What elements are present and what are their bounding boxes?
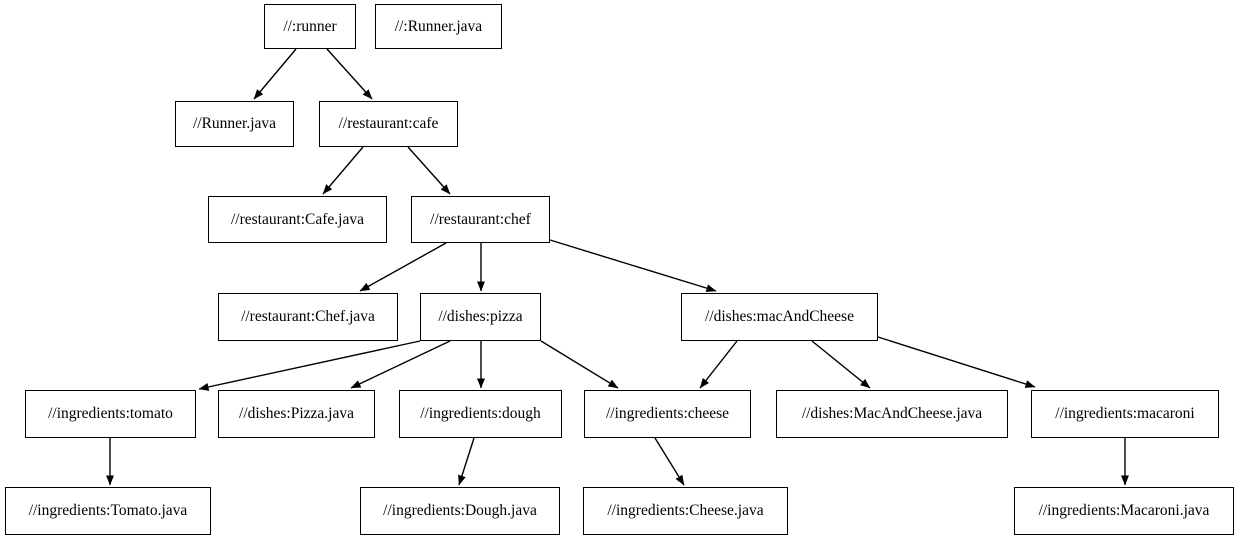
graph-node-dishes_mac[interactable]: //dishes:macAndCheese bbox=[681, 293, 878, 341]
graph-node-ing_macaroni[interactable]: //ingredients:macaroni bbox=[1031, 390, 1219, 438]
graph-node-label: //dishes:macAndCheese bbox=[705, 308, 854, 326]
graph-node-label: //ingredients:macaroni bbox=[1055, 405, 1195, 423]
graph-edge-dishes_mac-to-ing_cheese bbox=[699, 340, 738, 389]
graph-node-label: //restaurant:Cafe.java bbox=[231, 210, 364, 228]
graph-edge-dishes_pizza-to-ing_cheese bbox=[540, 340, 619, 389]
graph-node-label: //:runner bbox=[283, 17, 337, 35]
graph-node-cafe_java[interactable]: //restaurant:Cafe.java bbox=[208, 196, 387, 243]
graph-node-mac_java[interactable]: //dishes:MacAndCheese.java bbox=[776, 390, 1008, 438]
graph-node-ing_dough[interactable]: //ingredients:dough bbox=[399, 390, 562, 438]
graph-node-dishes_pizza[interactable]: //dishes:pizza bbox=[420, 293, 541, 341]
graph-node-macaroni_java[interactable]: //ingredients:Macaroni.java bbox=[1014, 487, 1234, 535]
graph-node-dough_java[interactable]: //ingredients:Dough.java bbox=[360, 487, 560, 535]
graph-node-label: //restaurant:chef bbox=[430, 210, 531, 228]
graph-edge-dishes_pizza-to-ing_tomato bbox=[198, 340, 421, 391]
graph-node-label: //ingredients:dough bbox=[420, 405, 541, 423]
graph-edge-ing_cheese-to-cheese_java bbox=[654, 437, 685, 486]
graph-node-label: //restaurant:Chef.java bbox=[241, 308, 375, 326]
graph-node-label: //ingredients:Macaroni.java bbox=[1038, 502, 1210, 520]
graph-node-ing_tomato[interactable]: //ingredients:tomato bbox=[25, 390, 196, 438]
graph-node-label: //dishes:pizza bbox=[438, 308, 523, 326]
graph-node-pizza_java[interactable]: //dishes:Pizza.java bbox=[218, 390, 375, 438]
graph-node-label: //ingredients:Dough.java bbox=[383, 502, 537, 520]
graph-node-restaurant_chef[interactable]: //restaurant:chef bbox=[411, 196, 550, 243]
graph-edge-dishes_pizza-to-pizza_java bbox=[350, 340, 451, 389]
graph-edge-ing_dough-to-dough_java bbox=[458, 437, 475, 486]
graph-node-runner[interactable]: //:runner bbox=[264, 4, 356, 49]
graph-node-label: //dishes:MacAndCheese.java bbox=[801, 405, 983, 423]
graph-edge-runner-to-runner_java bbox=[253, 48, 297, 100]
graph-edge-restaurant_chef-to-dishes_mac bbox=[549, 239, 717, 293]
graph-edge-dishes_mac-to-mac_java bbox=[811, 340, 871, 389]
graph-node-runner_java[interactable]: //Runner.java bbox=[175, 101, 294, 147]
graph-node-label: //dishes:Pizza.java bbox=[239, 405, 354, 423]
graph-edge-restaurant_cafe-to-cafe_java bbox=[322, 146, 364, 195]
graph-node-label: //ingredients:Cheese.java bbox=[607, 502, 764, 520]
graph-node-tomato_java[interactable]: //ingredients:Tomato.java bbox=[5, 487, 211, 535]
graph-edge-dishes_mac-to-ing_macaroni bbox=[877, 336, 1036, 388]
graph-node-cheese_java[interactable]: //ingredients:Cheese.java bbox=[583, 487, 788, 535]
graph-node-ing_cheese[interactable]: //ingredients:cheese bbox=[584, 390, 751, 438]
graph-node-label: //ingredients:cheese bbox=[605, 405, 730, 423]
graph-node-label: //ingredients:tomato bbox=[48, 405, 173, 423]
graph-node-label: //restaurant:cafe bbox=[338, 115, 439, 133]
graph-edge-restaurant_chef-to-chef_java bbox=[359, 242, 447, 292]
graph-node-label: //:Runner.java bbox=[394, 17, 483, 35]
graph-node-chef_java[interactable]: //restaurant:Chef.java bbox=[218, 293, 398, 341]
graph-edge-runner-to-restaurant_cafe bbox=[326, 48, 373, 100]
graph-node-runner_java_root[interactable]: //:Runner.java bbox=[375, 4, 502, 49]
graph-edge-restaurant_cafe-to-restaurant_chef bbox=[407, 146, 451, 195]
graph-node-restaurant_cafe[interactable]: //restaurant:cafe bbox=[319, 101, 458, 147]
graph-node-label: //ingredients:Tomato.java bbox=[28, 502, 188, 520]
graph-node-label: //Runner.java bbox=[192, 115, 277, 133]
